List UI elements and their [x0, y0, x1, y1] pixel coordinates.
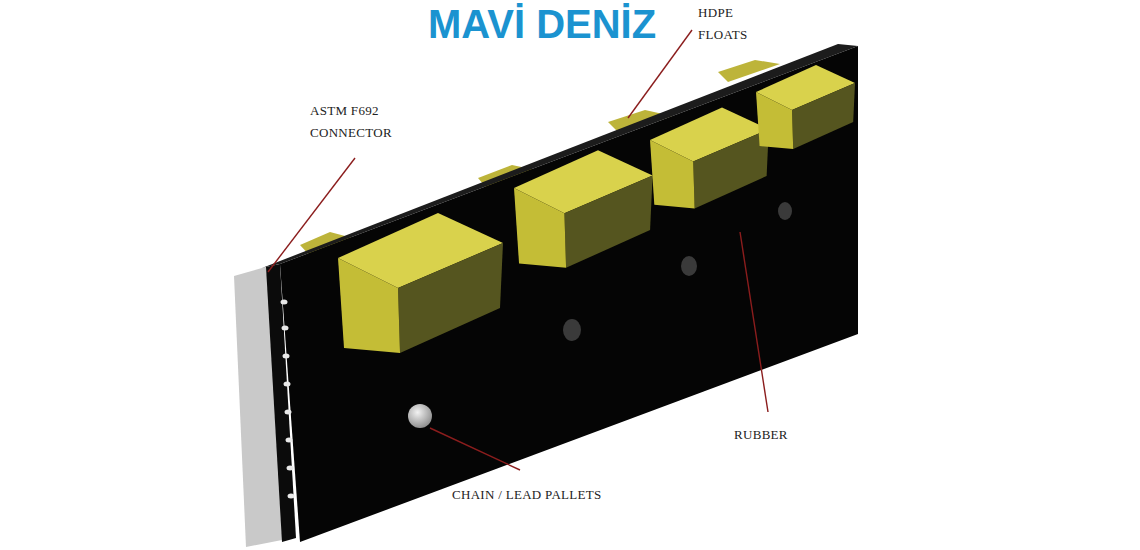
lead-pellets	[408, 202, 792, 428]
brand-title: MAVİ DENİZ	[428, 2, 656, 46]
rubber-board	[280, 46, 858, 542]
part-label: ASTM F692 CONNECTOR	[310, 100, 420, 144]
part-label: HDPE FLOATS	[698, 2, 770, 46]
connector-face	[266, 264, 296, 542]
leader-lines	[268, 30, 768, 470]
hdpe-floats	[338, 65, 855, 353]
connector-holes	[281, 300, 295, 499]
part-label: RUBBER	[734, 424, 854, 446]
part-label: CHAIN / LEAD PALLETS	[452, 484, 692, 506]
